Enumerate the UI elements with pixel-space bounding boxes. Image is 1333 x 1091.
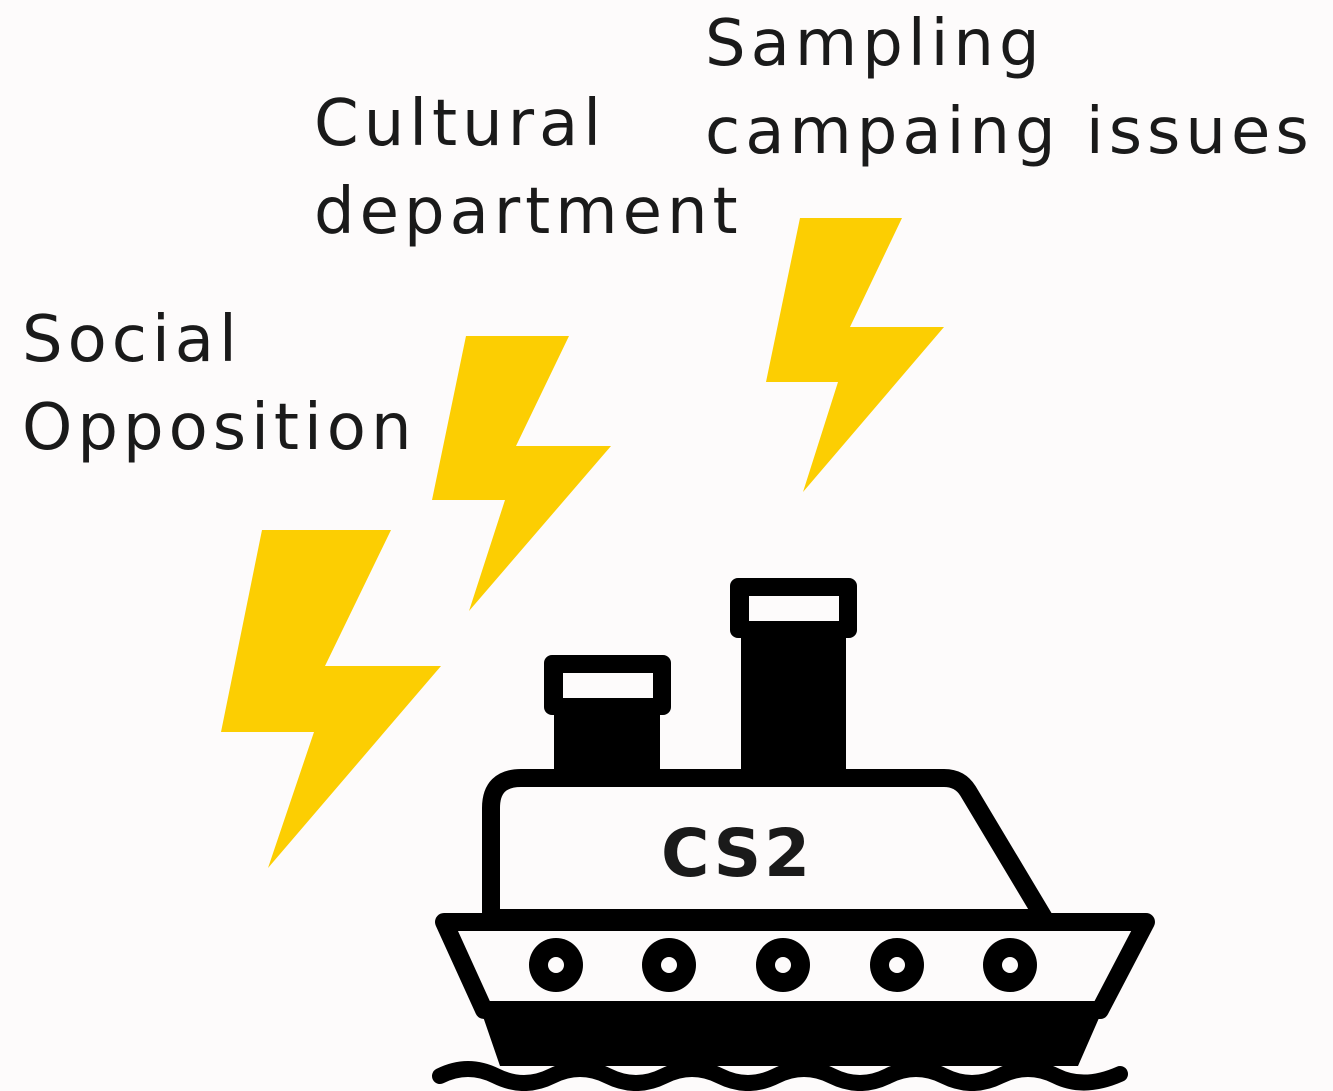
ship-hull	[478, 1002, 1106, 1066]
label-cultural-department: Cultural department	[314, 80, 743, 256]
label-sampling-line-2: campaing issues	[705, 95, 1314, 169]
funnel-icon	[544, 655, 671, 780]
label-sampling-line-1: Sampling	[705, 7, 1045, 81]
porthole-icon	[983, 938, 1037, 992]
lightning-bolt-icon	[432, 336, 611, 611]
ship-cabin	[482, 769, 1053, 927]
funnel-icon	[730, 578, 857, 780]
porthole-icon	[756, 938, 810, 992]
label-cultural-line-1: Cultural	[314, 87, 606, 161]
ship-name-label: CS2	[661, 815, 813, 892]
ship-icon: CS2	[432, 578, 1155, 1091]
porthole-icon	[870, 938, 924, 992]
porthole-icon	[529, 938, 583, 992]
label-sampling-campaign-issues: Sampling campaing issues	[705, 0, 1314, 176]
porthole-icon	[642, 938, 696, 992]
wave-icon	[432, 1061, 1128, 1091]
label-social-line-1: Social	[22, 303, 242, 377]
label-social-opposition: Social Opposition	[22, 296, 417, 472]
label-social-line-2: Opposition	[22, 391, 417, 465]
label-cultural-line-2: department	[314, 175, 743, 249]
lightning-bolt-icon	[221, 530, 441, 868]
lightning-bolt-icon	[766, 218, 944, 492]
